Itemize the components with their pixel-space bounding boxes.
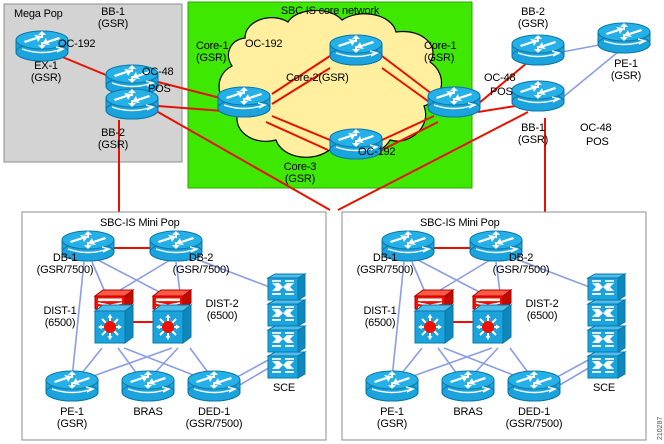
- device-label-left-dist-2: DIST-2 (6500): [205, 298, 239, 322]
- device-label-right-ded-1: DED-1 (GSR/7500): [505, 406, 563, 430]
- device-label-left-bras: BRAS: [133, 406, 163, 418]
- device-label-right-bras: BRAS: [453, 406, 483, 418]
- device-label-right-dist-2: DIST-2 (6500): [525, 298, 559, 322]
- red-links: [59, 55, 546, 323]
- device-label-left-db-1: DB-1 (GSR/7500): [36, 252, 94, 276]
- device-label-core-1-right: Core-1 (GSR): [424, 40, 457, 64]
- link-label-oc192-core-bottom: OC-192: [358, 146, 396, 158]
- device-label-right-db-1: DB-1 (GSR/7500): [356, 252, 414, 276]
- zone-label-mini-pop-left: SBC-IS Mini Pop: [100, 217, 180, 229]
- link-label-pos-right-b: POS: [586, 136, 609, 148]
- device-label-bb-2: BB-2 (GSR): [97, 127, 129, 151]
- device-label-ex-1: EX-1 (GSR): [30, 60, 62, 84]
- zone-mini-pop-left: [21, 211, 327, 441]
- device-label-left-db-2: DB-2 (GSR/7500): [172, 252, 230, 276]
- link-label-oc48-right-b: OC-48: [580, 122, 612, 134]
- device-label-left-dist-1: DIST-1 (6500): [43, 305, 77, 329]
- link-label-pos-right-a: POS: [490, 86, 513, 98]
- zone-label-mini-pop-right: SBC-IS Mini Pop: [420, 217, 500, 229]
- device-label-right-pe-1: PE-1 (GSR): [610, 58, 642, 82]
- device-label-left-ded-1: DED-1 (GSR/7500): [185, 406, 243, 430]
- link-label-oc48-right-a: OC-48: [484, 72, 516, 84]
- zone-label-mega-pop: Mega Pop: [14, 8, 63, 20]
- device-label-right-dist-1: DIST-1 (6500): [363, 305, 397, 329]
- device-label-right-sce: SCE: [592, 382, 616, 394]
- device-label-right-bb-1: BB-1 (GSR): [517, 122, 549, 146]
- device-label-left-pe-1: PE-1 (GSR): [56, 406, 88, 430]
- device-label-core-2: Core-2(GSR): [286, 72, 349, 84]
- device-label-core-1-left: Core-1 (GSR): [196, 40, 229, 64]
- device-label-bb-1: BB-1 (GSR): [97, 6, 129, 30]
- link-label-oc192-mega: OC-192: [58, 38, 96, 50]
- device-label-right-bb-2: BB-2 (GSR): [517, 6, 549, 30]
- figure-watermark: 210287: [657, 416, 664, 440]
- device-label-right-db-2: DB-2 (GSR/7500): [492, 252, 550, 276]
- device-label-right-pe-1: PE-1 (GSR): [376, 406, 408, 430]
- link-label-oc192-core-top: OC-192: [245, 38, 283, 50]
- zone-label-core-network: SBC IS core network: [280, 5, 380, 17]
- device-label-core-3: Core-3 (GSR): [283, 161, 317, 185]
- link-label-pos-mega: POS: [148, 83, 171, 95]
- zone-mini-pop-right: [341, 211, 647, 441]
- link-label-oc48-mega: OC-48: [142, 66, 174, 78]
- device-label-left-sce: SCE: [272, 382, 296, 394]
